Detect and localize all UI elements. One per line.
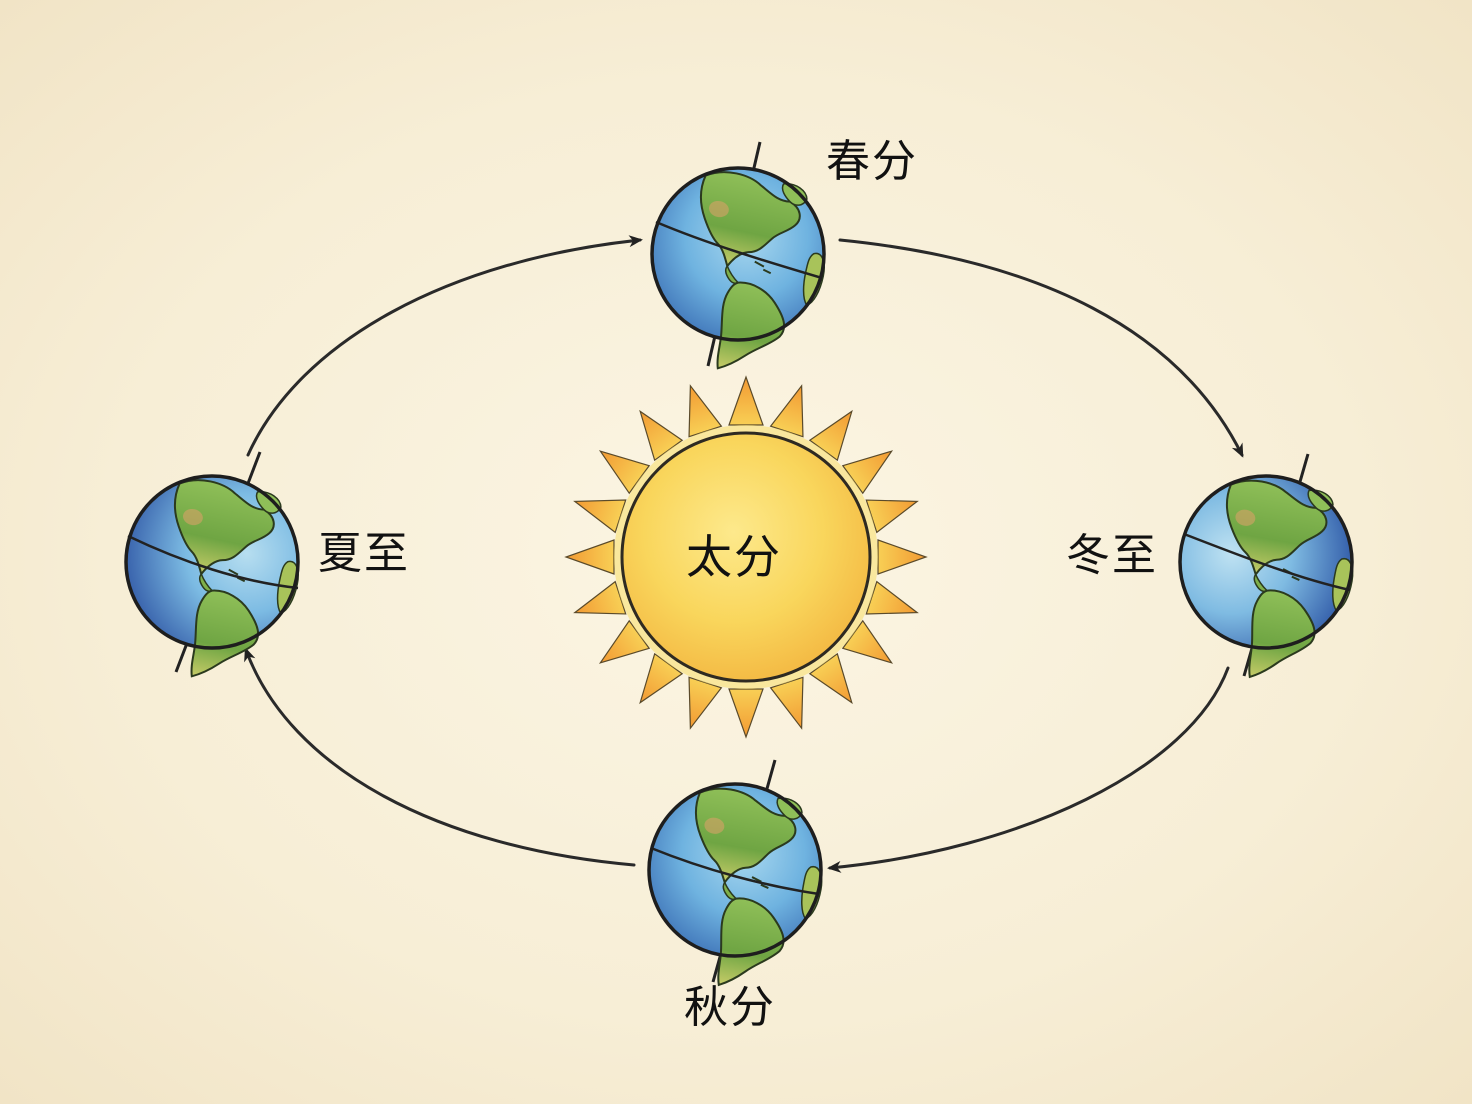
arrow-bottom-to-left: [244, 647, 636, 867]
earth-icon-left: [124, 451, 316, 695]
earth-icon-bottom: [647, 759, 837, 1001]
label-winter-solstice: 冬至: [1066, 530, 1158, 581]
label-summer-solstice: 夏至: [318, 528, 410, 579]
earth-icon-top: [650, 141, 842, 387]
sun-icon: [564, 375, 928, 739]
arrow-top-to-right: [838, 238, 1244, 458]
label-sun: 太分: [686, 530, 782, 584]
earth-icon-right: [1178, 453, 1368, 693]
label-spring-equinox: 春分: [826, 136, 918, 187]
arrow-left-to-top: [246, 235, 643, 457]
orbit-arrows: [244, 235, 1244, 873]
label-autumn-equinox: 秋分: [684, 982, 776, 1033]
arrow-right-to-bottom: [827, 666, 1230, 873]
